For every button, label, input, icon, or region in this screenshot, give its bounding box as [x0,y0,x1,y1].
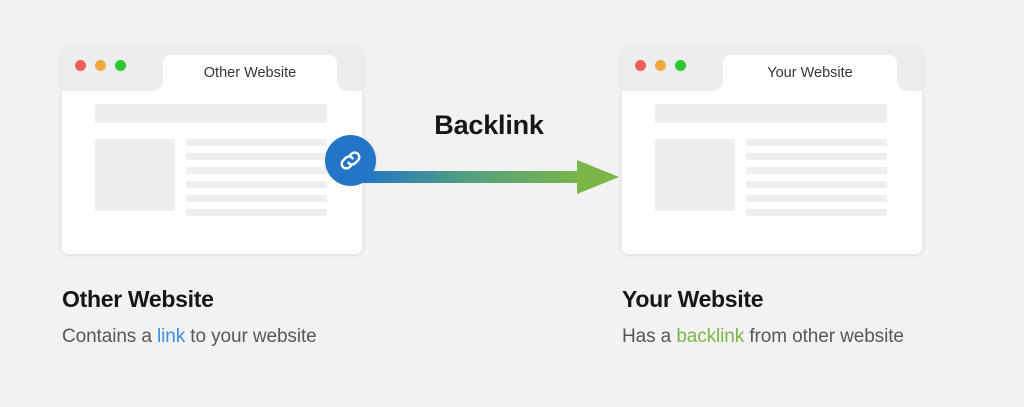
skeleton-line [746,209,887,216]
skeleton-heading-block [655,104,887,123]
traffic-light-dots [635,60,686,71]
skeleton-line [186,209,327,216]
skeleton-line [746,167,887,174]
close-dot-icon[interactable] [75,60,86,71]
caption-text-after: from other website [744,326,904,347]
page-viewport [622,91,922,254]
skeleton-line [186,167,327,174]
browser-tab-shape [150,55,362,91]
maximize-dot-icon[interactable] [675,60,686,71]
skeleton-line [746,153,887,160]
page-viewport [62,91,376,254]
skeleton-line [746,139,887,146]
caption-your-website: Your Website Has a backlink from other w… [622,286,1024,348]
caption-highlight-backlink: backlink [676,326,745,347]
caption-title: Other Website [62,286,214,312]
chain-link-icon [337,147,364,174]
browser-tab-label[interactable]: Your Website [767,65,853,81]
skeleton-heading-block [95,104,327,123]
skeleton-image-block [655,139,735,211]
skeleton-line [746,181,887,188]
close-dot-icon[interactable] [635,60,646,71]
traffic-light-dots [75,60,126,71]
backlink-arrow [363,158,619,196]
skeleton-line [186,195,327,202]
browser-window-other-website: Other Website [62,46,376,254]
skeleton-line [186,181,327,188]
skeleton-text-lines [186,139,327,216]
caption-subtitle: Has a backlink from other website [622,326,1024,348]
skeleton-image-block [95,139,175,211]
caption-text-after: to your website [185,326,317,347]
maximize-dot-icon[interactable] [115,60,126,71]
browser-chrome: Other Website [62,46,362,91]
skeleton-text-lines [746,139,887,216]
browser-window-your-website: Your Website [622,46,922,254]
caption-other-website: Other Website Contains a link to your we… [62,286,482,348]
caption-text-before: Has a [622,326,677,347]
browser-chrome: Your Website [622,46,922,91]
caption-highlight-link: link [157,326,186,347]
skeleton-line [746,195,887,202]
caption-subtitle: Contains a link to your website [62,326,482,348]
minimize-dot-icon[interactable] [655,60,666,71]
caption-title: Your Website [622,286,764,312]
browser-tab-label[interactable]: Other Website [203,65,297,81]
browser-tab-shape [710,55,922,91]
skeleton-line [186,139,327,146]
caption-text-before: Contains a [62,326,158,347]
backlink-label: Backlink [434,110,544,140]
minimize-dot-icon[interactable] [95,60,106,71]
skeleton-line [186,153,327,160]
